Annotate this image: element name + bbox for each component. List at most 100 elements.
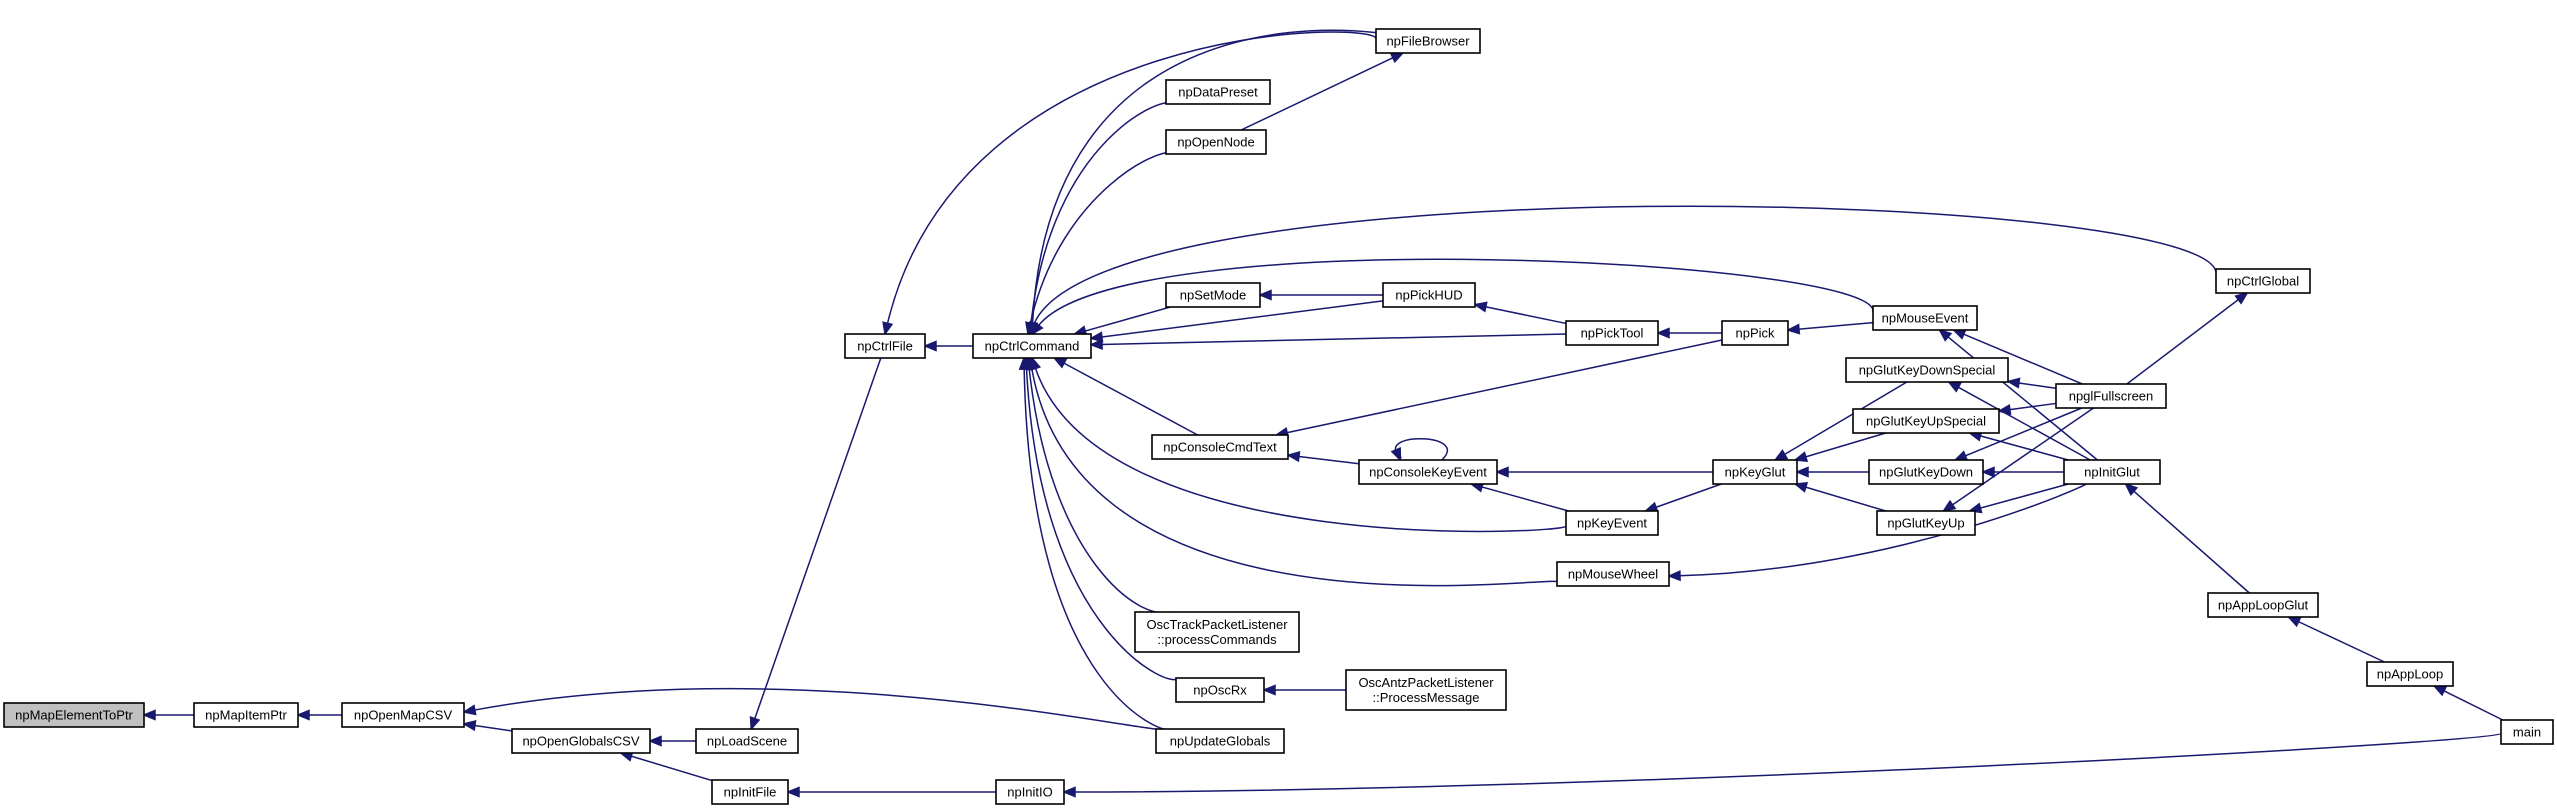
node-npMouseEvent[interactable]: npMouseEvent bbox=[1872, 305, 1978, 331]
call-edge-npConsoleKeyEvent-to-npConsoleKeyEvent bbox=[1390, 438, 1449, 462]
node-npMapItemPtr[interactable]: npMapItemPtr bbox=[193, 702, 299, 728]
node-npGlutKeyDownSpecial[interactable]: npGlutKeyDownSpecial bbox=[1845, 357, 2009, 383]
edge-arrowhead bbox=[1947, 381, 1962, 393]
node-npCtrlGlobal[interactable]: npCtrlGlobal bbox=[2215, 268, 2311, 294]
node-npSetMode[interactable]: npSetMode bbox=[1165, 282, 1261, 308]
edge-arrowhead bbox=[1089, 338, 1103, 351]
node-box bbox=[1375, 28, 1481, 54]
node-npMapElementToPtr[interactable]: npMapElementToPtr bbox=[3, 702, 145, 728]
edge-arrowhead bbox=[1667, 570, 1681, 582]
call-edge-npKeyGlut-to-npConsoleKeyEvent bbox=[1495, 466, 1713, 478]
edge-line bbox=[1957, 386, 2091, 461]
node-label: npCtrlGlobal bbox=[2227, 274, 2299, 289]
edge-line bbox=[1023, 367, 1166, 730]
node-npKeyEvent[interactable]: npKeyEvent bbox=[1565, 510, 1659, 536]
node-npOpenGlobalsCSV[interactable]: npOpenGlobalsCSV bbox=[511, 728, 651, 754]
node-npDataPreset[interactable]: npDataPreset bbox=[1165, 79, 1271, 105]
node-box bbox=[2500, 719, 2554, 745]
edge-line bbox=[1084, 306, 1171, 333]
edge-line bbox=[1062, 362, 1199, 436]
edge-line bbox=[1484, 305, 1567, 325]
node-label: npUpdateGlobals bbox=[1170, 734, 1271, 749]
call-edge-npPickTool-to-npCtrlCommand bbox=[1089, 333, 1567, 351]
node-npKeyGlut[interactable]: npKeyGlut bbox=[1712, 459, 1798, 485]
node-label: npCtrlCommand bbox=[985, 339, 1080, 354]
node-label: npOpenGlobalsCSV bbox=[522, 734, 639, 749]
node-box bbox=[1712, 459, 1798, 485]
edge-arrowhead bbox=[2432, 685, 2448, 697]
node-box bbox=[1358, 459, 1498, 485]
node-box bbox=[1845, 357, 2009, 383]
node-npOscRx[interactable]: npOscRx bbox=[1175, 677, 1265, 703]
node-npCtrlFile[interactable]: npCtrlFile bbox=[844, 333, 926, 359]
node-box bbox=[2063, 459, 2161, 485]
call-edge-npInitGlut-to-npMouseEvent bbox=[1938, 328, 2098, 461]
node-npFileBrowser[interactable]: npFileBrowser bbox=[1375, 28, 1481, 54]
edge-line bbox=[2297, 620, 2385, 663]
node-npLoadScene[interactable]: npLoadScene bbox=[695, 728, 799, 754]
edge-line bbox=[1480, 485, 1569, 512]
edge-arrowhead bbox=[1390, 446, 1402, 462]
node-npUpdateGlobals[interactable]: npUpdateGlobals bbox=[1155, 728, 1285, 754]
edge-arrowhead bbox=[1981, 466, 1995, 478]
call-edge-npglFullscreen-to-npGlutKeyDownSpecial bbox=[2006, 377, 2057, 389]
node-npPick[interactable]: npPick bbox=[1721, 320, 1789, 346]
node-label: npSetMode bbox=[1180, 288, 1247, 303]
edge-arrowhead bbox=[1951, 329, 1967, 340]
call-edge-npConsoleKeyEvent-to-npConsoleCmdText bbox=[1286, 450, 1360, 465]
node-npCtrlCommand[interactable]: npCtrlCommand bbox=[972, 333, 1092, 359]
node-label: npInitGlut bbox=[2084, 465, 2140, 480]
node-OscAntzPacketListener[interactable]: OscAntzPacketListener::ProcessMessage bbox=[1345, 669, 1507, 711]
node-npConsoleCmdText[interactable]: npConsoleCmdText bbox=[1151, 434, 1289, 460]
call-edge-main-to-npInitIO bbox=[1062, 732, 2502, 798]
edge-arrowhead bbox=[1286, 450, 1301, 463]
node-label: OscTrackPacketListener bbox=[1146, 617, 1288, 632]
call-edge-npInitGlut-to-npGlutKeyDown bbox=[1981, 466, 2064, 478]
edge-arrowhead bbox=[1389, 52, 1405, 64]
call-edge-npglFullscreen-to-npMouseEvent bbox=[1951, 329, 2083, 385]
node-npOpenMapCSV[interactable]: npOpenMapCSV bbox=[341, 702, 465, 728]
node-npPickTool[interactable]: npPickTool bbox=[1565, 320, 1659, 346]
node-OscTrackPacketListener[interactable]: OscTrackPacketListener::processCommands bbox=[1134, 611, 1300, 653]
node-label: npInitFile bbox=[724, 785, 777, 800]
call-edge-npInitFile-to-npOpenGlobalsCSV bbox=[618, 751, 713, 782]
node-npAppLoopGlut[interactable]: npAppLoopGlut bbox=[2207, 592, 2319, 618]
node-npGlutKeyDown[interactable]: npGlutKeyDown bbox=[1868, 459, 1984, 485]
node-npInitGlut[interactable]: npInitGlut bbox=[2063, 459, 2161, 485]
edge-arrowhead bbox=[1938, 328, 1953, 342]
call-edge-npglFullscreen-to-npCtrlGlobal bbox=[2126, 291, 2249, 385]
node-label: npFileBrowser bbox=[1386, 34, 1470, 49]
edge-arrowhead bbox=[786, 786, 800, 798]
node-main[interactable]: main bbox=[2500, 719, 2554, 745]
node-npInitIO[interactable]: npInitIO bbox=[995, 779, 1065, 805]
node-box bbox=[1556, 561, 1670, 587]
node-box bbox=[341, 702, 465, 728]
node-box bbox=[1872, 305, 1978, 331]
edge-line bbox=[1030, 367, 1558, 587]
node-npOpenNode[interactable]: npOpenNode bbox=[1165, 129, 1267, 155]
node-npglFullscreen[interactable]: npglFullscreen bbox=[2055, 383, 2167, 409]
node-label: npglFullscreen bbox=[2069, 389, 2154, 404]
edge-line bbox=[1297, 455, 1360, 465]
node-npGlutKeyUpSpecial[interactable]: npGlutKeyUpSpecial bbox=[1852, 408, 2000, 434]
edge-layer bbox=[142, 29, 2504, 798]
edge-arrowhead bbox=[296, 709, 310, 721]
node-npInitFile[interactable]: npInitFile bbox=[711, 779, 789, 805]
node-npAppLoop[interactable]: npAppLoop bbox=[2366, 661, 2454, 687]
edge-arrowhead bbox=[142, 709, 156, 721]
call-edge-npAppLoop-to-npAppLoopGlut bbox=[2286, 616, 2385, 663]
node-box bbox=[1175, 677, 1265, 703]
node-npConsoleKeyEvent[interactable]: npConsoleKeyEvent bbox=[1358, 459, 1498, 485]
node-layer: npMapElementToPtr npMapItemPtr npOpenMapCS… bbox=[3, 28, 2554, 805]
node-npPickHUD[interactable]: npPickHUD bbox=[1382, 282, 1476, 308]
edge-line bbox=[1951, 407, 2094, 506]
node-npGlutKeyUp[interactable]: npGlutKeyUp bbox=[1876, 510, 1976, 536]
edge-arrowhead bbox=[1773, 449, 1789, 462]
edge-arrowhead bbox=[882, 321, 894, 336]
node-label: npMapItemPtr bbox=[205, 708, 287, 723]
node-box bbox=[1565, 320, 1659, 346]
edge-arrowhead bbox=[1953, 450, 1969, 461]
node-npMouseWheel[interactable]: npMouseWheel bbox=[1556, 561, 1670, 587]
edge-line bbox=[1804, 432, 1886, 458]
node-box bbox=[995, 779, 1065, 805]
